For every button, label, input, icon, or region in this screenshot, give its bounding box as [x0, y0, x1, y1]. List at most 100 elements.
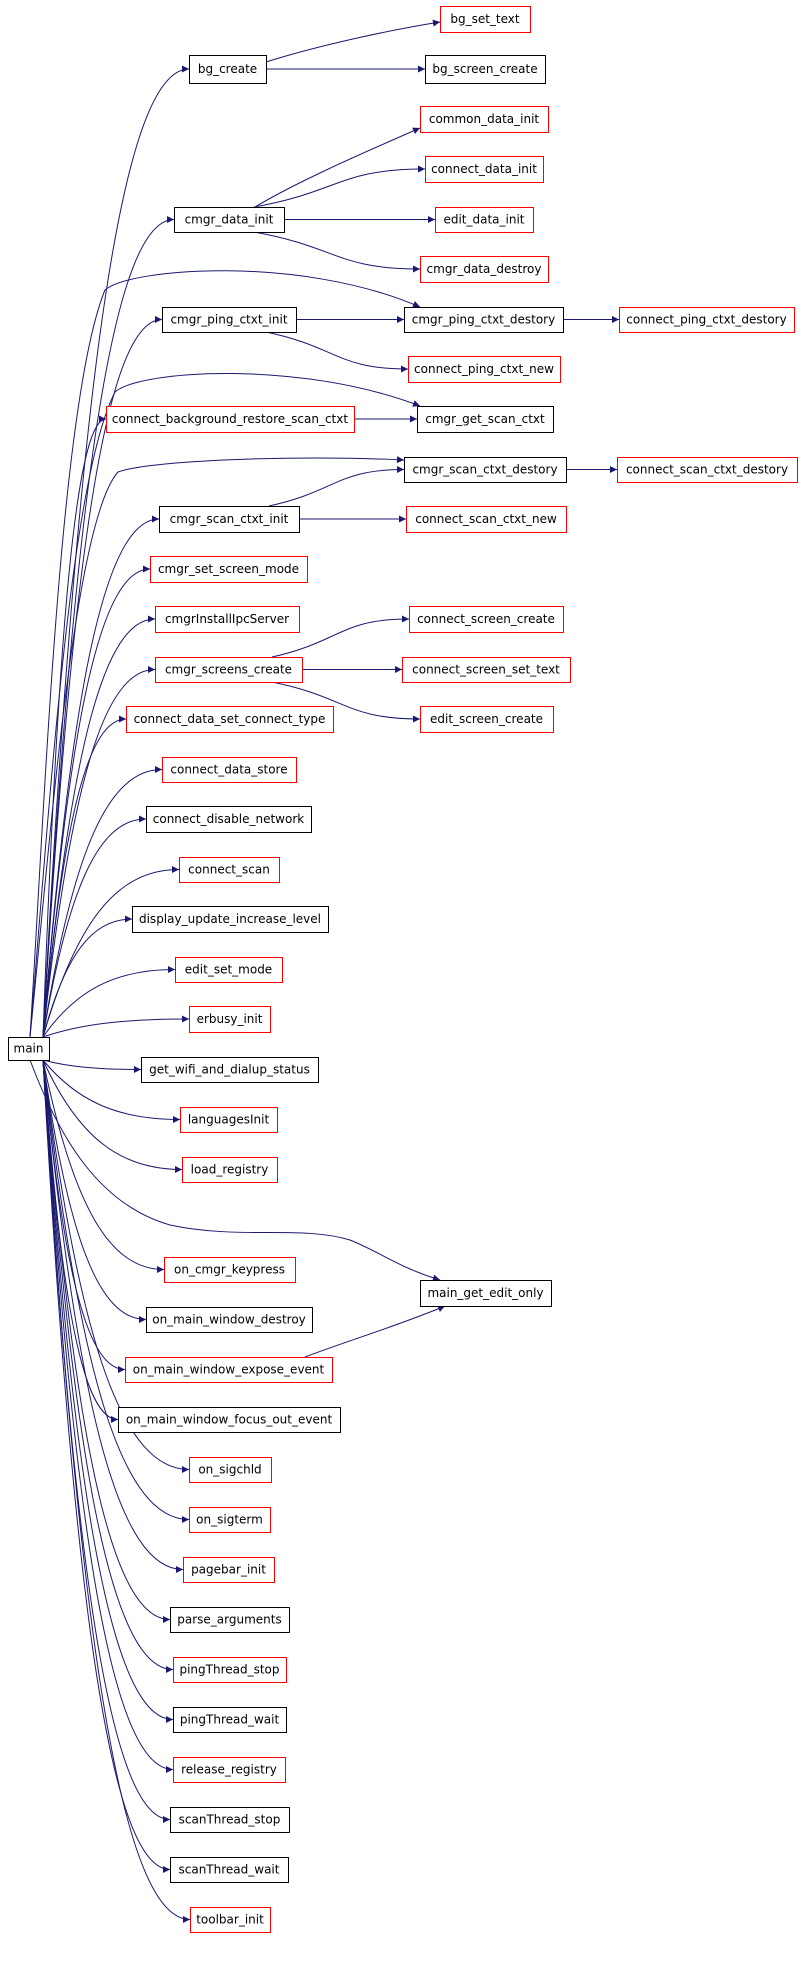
edges-layer — [29, 19, 619, 1923]
node-label-common_data_init: common_data_init — [429, 112, 540, 126]
node-box-display_update_increase_level — [132, 906, 329, 933]
node-label-connect_scan_ctxt_destory: connect_scan_ctxt_destory — [626, 463, 788, 477]
edge-main-to-connect_disable_network — [42, 815, 147, 1038]
node-on_main_window_focus_out_event[interactable]: on_main_window_focus_out_event — [118, 1407, 341, 1433]
node-label-cmgr_data_init: cmgr_data_init — [185, 213, 274, 227]
node-scanThread_wait[interactable]: scanThread_wait — [170, 1857, 289, 1883]
node-edit_set_mode[interactable]: edit_set_mode — [175, 957, 283, 983]
node-label-on_main_window_destroy: on_main_window_destroy — [152, 1313, 306, 1327]
edge-main-to-scanThread_stop — [42, 1059, 171, 1823]
node-connect_data_store[interactable]: connect_data_store — [162, 757, 297, 783]
node-common_data_init[interactable]: common_data_init — [420, 106, 549, 133]
node-erbusy_init[interactable]: erbusy_init — [189, 1006, 271, 1033]
node-connect_screen_create[interactable]: connect_screen_create — [409, 606, 564, 633]
node-parse_arguments[interactable]: parse_arguments — [170, 1607, 290, 1633]
node-label-pagebar_init: pagebar_init — [191, 1563, 266, 1577]
node-label-load_registry: load_registry — [191, 1163, 269, 1177]
node-box-on_sigterm — [189, 1507, 271, 1533]
edge-on_main_window_expose_event-to-main_get_edit_only — [304, 1305, 446, 1358]
node-connect_scan[interactable]: connect_scan — [179, 857, 280, 883]
node-bg_screen_create[interactable]: bg_screen_create — [425, 55, 546, 84]
node-box-connect_data_set_connect_type — [126, 706, 334, 733]
node-cmgr_data_init[interactable]: cmgr_data_init — [174, 207, 285, 233]
node-cmgr_ping_ctxt_destory[interactable]: cmgr_ping_ctxt_destory — [404, 307, 564, 333]
node-bg_create[interactable]: bg_create — [189, 55, 267, 84]
node-cmgr_set_screen_mode[interactable]: cmgr_set_screen_mode — [150, 556, 308, 583]
node-label-connect_data_store: connect_data_store — [170, 763, 287, 777]
edge-cmgr_data_init-to-common_data_init — [254, 127, 421, 208]
node-box-on_sigchld — [189, 1457, 272, 1483]
node-on_cmgr_keypress[interactable]: on_cmgr_keypress — [164, 1257, 296, 1283]
node-bg_set_text[interactable]: bg_set_text — [440, 6, 531, 33]
node-connect_data_init[interactable]: connect_data_init — [425, 156, 544, 183]
node-box-connect_screen_create — [409, 606, 564, 633]
node-release_registry[interactable]: release_registry — [173, 1757, 286, 1783]
node-pingThread_stop[interactable]: pingThread_stop — [173, 1657, 287, 1683]
edge-main-to-cmgr_ping_ctxt_destory — [29, 270, 421, 1038]
node-languagesInit[interactable]: languagesInit — [180, 1107, 278, 1133]
node-cmgrInstallIpcServer[interactable]: cmgrInstallIpcServer — [155, 606, 300, 633]
node-box-connect_disable_network — [146, 806, 312, 833]
node-box-edit_data_init — [435, 207, 534, 233]
node-main[interactable]: main — [8, 1037, 50, 1061]
node-connect_disable_network[interactable]: connect_disable_network — [146, 806, 312, 833]
edge-main-to-languagesInit — [42, 1059, 181, 1123]
node-cmgr_scan_ctxt_init[interactable]: cmgr_scan_ctxt_init — [159, 506, 300, 533]
node-label-connect_scan: connect_scan — [188, 863, 270, 877]
node-box-languagesInit — [180, 1107, 278, 1133]
node-box-get_wifi_and_dialup_status — [141, 1057, 319, 1083]
node-edit_screen_create[interactable]: edit_screen_create — [420, 706, 554, 733]
node-cmgr_scan_ctxt_destory[interactable]: cmgr_scan_ctxt_destory — [404, 457, 567, 483]
node-label-scanThread_stop: scanThread_stop — [179, 1813, 281, 1827]
node-connect_scan_ctxt_new[interactable]: connect_scan_ctxt_new — [406, 506, 567, 533]
edge-cmgr_data_init-to-connect_data_init — [253, 165, 426, 208]
edge-cmgr_screens_create-to-edit_screen_create — [271, 681, 421, 723]
node-on_main_window_destroy[interactable]: on_main_window_destroy — [146, 1307, 313, 1333]
node-pagebar_init[interactable]: pagebar_init — [183, 1557, 275, 1583]
node-connect_screen_set_text[interactable]: connect_screen_set_text — [402, 657, 571, 683]
node-box-cmgr_data_init — [174, 207, 285, 233]
node-load_registry[interactable]: load_registry — [182, 1157, 278, 1183]
edge-main-to-scanThread_wait — [42, 1059, 171, 1873]
node-edit_data_init[interactable]: edit_data_init — [435, 207, 534, 233]
node-label-connect_ping_ctxt_destory: connect_ping_ctxt_destory — [626, 313, 786, 327]
node-connect_scan_ctxt_destory[interactable]: connect_scan_ctxt_destory — [617, 457, 798, 483]
node-display_update_increase_level[interactable]: display_update_increase_level — [132, 906, 329, 933]
node-box-connect_scan_ctxt_new — [406, 506, 567, 533]
node-scanThread_stop[interactable]: scanThread_stop — [170, 1807, 290, 1833]
node-on_main_window_expose_event[interactable]: on_main_window_expose_event — [125, 1357, 333, 1383]
node-connect_ping_ctxt_new[interactable]: connect_ping_ctxt_new — [408, 356, 561, 383]
node-box-pingThread_stop — [173, 1657, 287, 1683]
node-box-on_main_window_focus_out_event — [118, 1407, 341, 1433]
node-pingThread_wait[interactable]: pingThread_wait — [173, 1707, 287, 1733]
edge-cmgr_data_init-to-cmgr_data_destroy — [253, 231, 421, 273]
edge-main-to-on_main_window_destroy — [42, 1059, 147, 1323]
node-connect_background_restore_scan_ctxt[interactable]: connect_background_restore_scan_ctxt — [106, 406, 355, 433]
node-box-on_main_window_expose_event — [125, 1357, 333, 1383]
node-cmgr_get_scan_ctxt[interactable]: cmgr_get_scan_ctxt — [417, 406, 554, 433]
node-connect_data_set_connect_type[interactable]: connect_data_set_connect_type — [126, 706, 334, 733]
edge-main-to-on_cmgr_keypress — [42, 1059, 165, 1273]
node-label-bg_create: bg_create — [198, 62, 257, 76]
node-on_sigterm[interactable]: on_sigterm — [189, 1507, 271, 1533]
edge-main-to-parse_arguments — [42, 1059, 171, 1623]
node-label-release_registry: release_registry — [181, 1763, 277, 1777]
node-label-cmgr_screens_create: cmgr_screens_create — [165, 663, 292, 677]
node-toolbar_init[interactable]: toolbar_init — [190, 1907, 271, 1933]
node-label-connect_ping_ctxt_new: connect_ping_ctxt_new — [414, 362, 554, 376]
node-box-cmgr_scan_ctxt_destory — [404, 457, 567, 483]
node-box-main_get_edit_only — [420, 1280, 552, 1307]
node-box-scanThread_wait — [170, 1857, 289, 1883]
node-get_wifi_and_dialup_status[interactable]: get_wifi_and_dialup_status — [141, 1057, 319, 1083]
node-connect_ping_ctxt_destory[interactable]: connect_ping_ctxt_destory — [619, 307, 795, 333]
node-cmgr_ping_ctxt_init[interactable]: cmgr_ping_ctxt_init — [162, 307, 297, 333]
edge-main-to-on_sigterm — [42, 1059, 190, 1523]
node-label-cmgr_ping_ctxt_destory: cmgr_ping_ctxt_destory — [412, 313, 555, 327]
node-cmgr_screens_create[interactable]: cmgr_screens_create — [155, 657, 303, 683]
edge-main-to-release_registry — [42, 1059, 174, 1773]
node-main_get_edit_only[interactable]: main_get_edit_only — [420, 1280, 552, 1307]
node-label-connect_scan_ctxt_new: connect_scan_ctxt_new — [415, 512, 557, 526]
node-box-connect_data_init — [425, 156, 544, 183]
node-cmgr_data_destroy[interactable]: cmgr_data_destroy — [420, 256, 549, 283]
node-on_sigchld[interactable]: on_sigchld — [189, 1457, 272, 1483]
